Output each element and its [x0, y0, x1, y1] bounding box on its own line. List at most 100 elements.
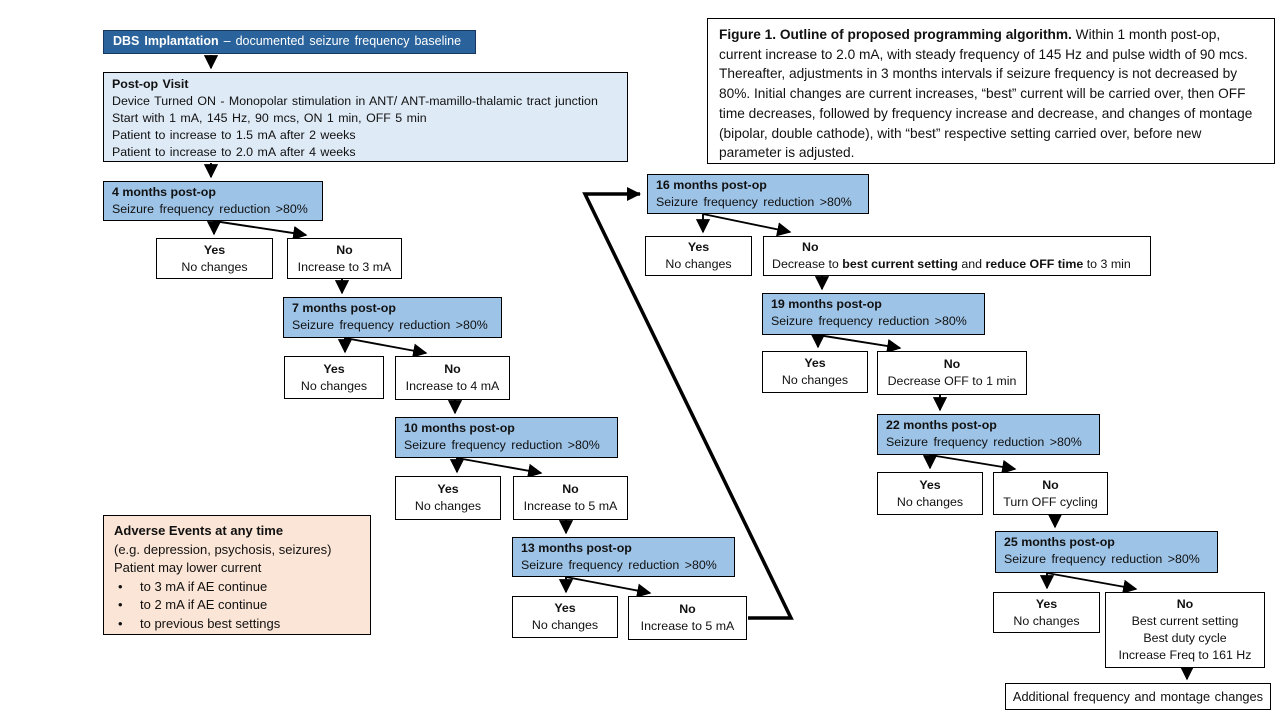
bullet-marker: • — [118, 597, 123, 613]
yes-action: No changes — [414, 499, 482, 513]
adverse-bullet-item: • to 2 mA if AE continue — [114, 596, 360, 615]
yes-box-7-months: Yes No changes — [284, 356, 384, 399]
no-label: No — [562, 482, 579, 496]
yes-label: Yes — [804, 356, 826, 370]
adverse-line: (e.g. depression, psychosis, seizures) — [114, 541, 332, 557]
adverse-bullet-text: to 2 mA if AE continue — [140, 597, 268, 613]
no-box-22-months: No Turn OFF cycling — [993, 472, 1108, 515]
yes-box-19-months: Yes No changes — [762, 351, 868, 393]
yes-action: No changes — [896, 494, 964, 509]
decision-box-19-months: 19 months post-op Seizure frequency redu… — [762, 293, 985, 335]
no-box-7-months: No Increase to 4 mA — [395, 356, 510, 400]
no-label: No — [444, 362, 461, 376]
yes-label: Yes — [687, 240, 710, 254]
no-action-line: Best current setting — [1131, 614, 1239, 628]
no-action: Decrease to best current setting and red… — [772, 257, 1131, 271]
postop-visit-box: Post-op Visit Device Turned ON - Monopol… — [103, 72, 628, 162]
milestone-title: 16 months post-op — [656, 178, 767, 192]
decision-box-4-months: 4 months post-op Seizure frequency reduc… — [103, 181, 323, 221]
yes-label: Yes — [203, 242, 226, 257]
decision-box-16-months: 16 months post-op Seizure frequency redu… — [647, 174, 869, 214]
yes-box-16-months: Yes No changes — [645, 236, 752, 276]
adverse-bullet-text: to 3 mA if AE continue — [140, 578, 268, 594]
yes-box-4-months: Yes No changes — [156, 238, 273, 279]
milestone-title: 22 months post-op — [886, 418, 997, 432]
yes-action: No changes — [1013, 613, 1080, 628]
yes-action: No changes — [300, 378, 368, 393]
yes-label: Yes — [323, 361, 345, 376]
start-box-subtitle: – documented seizure frequency baseline — [218, 34, 462, 48]
adverse-bullet-item: • to 3 mA if AE continue — [114, 578, 360, 597]
no-box-25-months: No Best current setting Best duty cycle … — [1105, 592, 1265, 668]
milestone-title: 25 months post-op — [1004, 535, 1115, 549]
no-action: Increase to 5 mA — [523, 499, 618, 513]
yes-box-10-months: Yes No changes — [395, 476, 501, 520]
milestone-criterion: Seizure frequency reduction >80% — [404, 438, 600, 452]
start-box-title: DBS Implantation — [113, 34, 219, 48]
adverse-line: Patient may lower current — [114, 560, 262, 576]
no-box-4-months: No Increase to 3 mA — [287, 238, 402, 279]
yes-box-25-months: Yes No changes — [993, 592, 1100, 633]
postop-line: Patient to increase to 1.5 mA after 2 we… — [112, 127, 356, 142]
decision-box-10-months: 10 months post-op Seizure frequency redu… — [395, 417, 618, 458]
milestone-title: 19 months post-op — [771, 297, 882, 311]
milestone-title: 13 months post-op — [521, 541, 632, 555]
milestone-criterion: Seizure frequency reduction >80% — [656, 195, 852, 209]
no-label: No — [1176, 597, 1194, 611]
no-action: Turn OFF cycling — [1003, 494, 1098, 509]
no-label: No — [679, 602, 696, 616]
yes-action: No changes — [781, 373, 849, 387]
decision-box-25-months: 25 months post-op Seizure frequency redu… — [995, 531, 1218, 573]
yes-label: Yes — [437, 482, 459, 496]
no-action: Increase to 5 mA — [640, 619, 735, 633]
milestone-criterion: Seizure frequency reduction >80% — [1004, 552, 1200, 566]
no-box-13-months: No Increase to 5 mA — [628, 596, 747, 640]
postop-line: Start with 1 mA, 145 Hz, 90 mcs, ON 1 mi… — [112, 110, 427, 125]
milestone-criterion: Seizure frequency reduction >80% — [112, 202, 308, 216]
figure-caption-title: Figure 1. Outline of proposed programmin… — [719, 27, 1072, 42]
no-action: Increase to 4 mA — [405, 379, 500, 393]
bullet-marker: • — [118, 615, 123, 631]
milestone-criterion: Seizure frequency reduction >80% — [886, 435, 1082, 449]
no-box-19-months: No Decrease OFF to 1 min — [877, 351, 1027, 395]
adverse-bullet-item: • to previous best settings — [114, 615, 360, 634]
no-action: Increase to 3 mA — [297, 259, 392, 274]
yes-box-13-months: Yes No changes — [512, 596, 618, 638]
no-label: No — [943, 357, 961, 371]
decision-box-22-months: 22 months post-op Seizure frequency redu… — [877, 414, 1100, 455]
milestone-title: 10 months post-op — [404, 421, 515, 435]
decision-box-7-months: 7 months post-op Seizure frequency reduc… — [283, 297, 502, 338]
no-action-line: Best duty cycle — [1143, 631, 1227, 645]
adverse-title: Adverse Events at any time — [114, 523, 284, 538]
no-label: No — [802, 240, 819, 254]
milestone-title: 7 months post-op — [292, 301, 396, 315]
postop-title: Post-op Visit — [112, 77, 189, 91]
adverse-events-box: Adverse Events at any time (e.g. depress… — [103, 515, 371, 635]
no-label: No — [336, 242, 353, 257]
figure-caption: Figure 1. Outline of proposed programmin… — [707, 18, 1275, 164]
start-box-dbs-implantation: DBS Implantation – documented seizure fr… — [103, 30, 476, 54]
no-box-16-months: No Decrease to best current setting and … — [763, 236, 1151, 276]
postop-line: Device Turned ON - Monopolar stimulation… — [112, 93, 598, 108]
milestone-criterion: Seizure frequency reduction >80% — [292, 318, 488, 332]
milestone-criterion: Seizure frequency reduction >80% — [521, 558, 717, 572]
milestone-criterion: Seizure frequency reduction >80% — [771, 314, 967, 328]
bullet-marker: • — [118, 578, 123, 594]
yes-action: No changes — [181, 259, 248, 274]
no-box-10-months: No Increase to 5 mA — [513, 476, 628, 520]
no-action-line: Increase Freq to 161 Hz — [1118, 648, 1252, 662]
final-box-text: Additional frequency and montage changes — [1012, 689, 1264, 704]
adverse-bullet-text: to previous best settings — [140, 615, 281, 631]
yes-action: No changes — [665, 257, 732, 271]
yes-label: Yes — [1035, 596, 1058, 611]
yes-label: Yes — [919, 477, 941, 492]
milestone-title: 4 months post-op — [112, 185, 216, 199]
no-action: Decrease OFF to 1 min — [887, 374, 1017, 388]
figure-caption-text: Within 1 month post-op, current increase… — [719, 27, 1253, 161]
final-box-additional-changes: Additional frequency and montage changes — [1005, 683, 1271, 710]
yes-action: No changes — [531, 618, 599, 632]
yes-box-22-months: Yes No changes — [877, 472, 983, 515]
no-label: No — [1042, 477, 1059, 492]
decision-box-13-months: 13 months post-op Seizure frequency redu… — [512, 537, 735, 577]
